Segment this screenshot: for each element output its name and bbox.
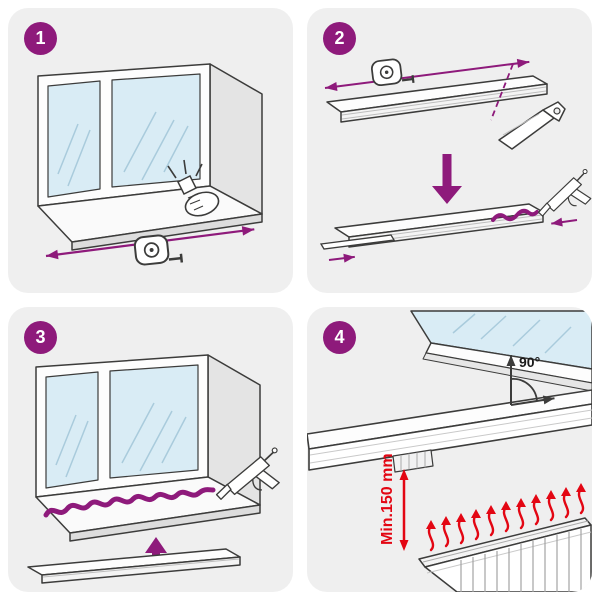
spray-lines: [167, 159, 203, 179]
step-4-panel: 4: [307, 307, 592, 592]
left-arrow: [551, 217, 578, 227]
marking-hand-icon: [167, 159, 220, 217]
step-2-illustration: [319, 56, 592, 263]
step-2-panel: 2: [307, 8, 592, 293]
windowsill-board-top: [326, 75, 548, 123]
step-1-badge: 1: [24, 22, 57, 55]
tape-measure-icon: [369, 56, 415, 89]
windowsill-board: [27, 548, 241, 584]
adhesive-bead: [43, 487, 216, 518]
cut-line-dashed: [490, 63, 514, 121]
radiator: [418, 517, 592, 592]
down-arrow: [432, 154, 462, 204]
right-angle-arrows: 90°: [506, 354, 555, 406]
hand-saw-icon: [498, 101, 566, 150]
adhesive-bead: [491, 208, 539, 222]
step-4-badge: 4: [323, 321, 356, 354]
length-measurement-arrow: [324, 58, 530, 91]
angle-label: 90°: [519, 354, 540, 370]
installed-windowsill: [307, 389, 592, 473]
window-glass: [410, 310, 592, 392]
sill-end-profile: [392, 449, 434, 473]
step-4-illustration: 90° Min.150 mm: [307, 310, 592, 592]
step-1-panel: 1: [8, 8, 293, 293]
marker-tool: [176, 174, 198, 196]
clearance-arrow: [399, 469, 409, 551]
step-3-panel: 3: [8, 307, 293, 592]
right-arrow: [328, 253, 355, 263]
step-2-badge: 2: [323, 22, 356, 55]
window-icon: [37, 63, 263, 251]
tape-measure-icon: [132, 232, 184, 269]
step-1-illustration: [37, 63, 263, 269]
hand: [184, 191, 220, 217]
min-clearance-label: Min.150 mm: [379, 453, 396, 545]
fingers: [187, 193, 204, 211]
step-3-illustration: [27, 354, 290, 584]
window-icon: [35, 354, 261, 542]
step-3-badge: 3: [24, 321, 57, 354]
end-strip: [319, 234, 396, 250]
